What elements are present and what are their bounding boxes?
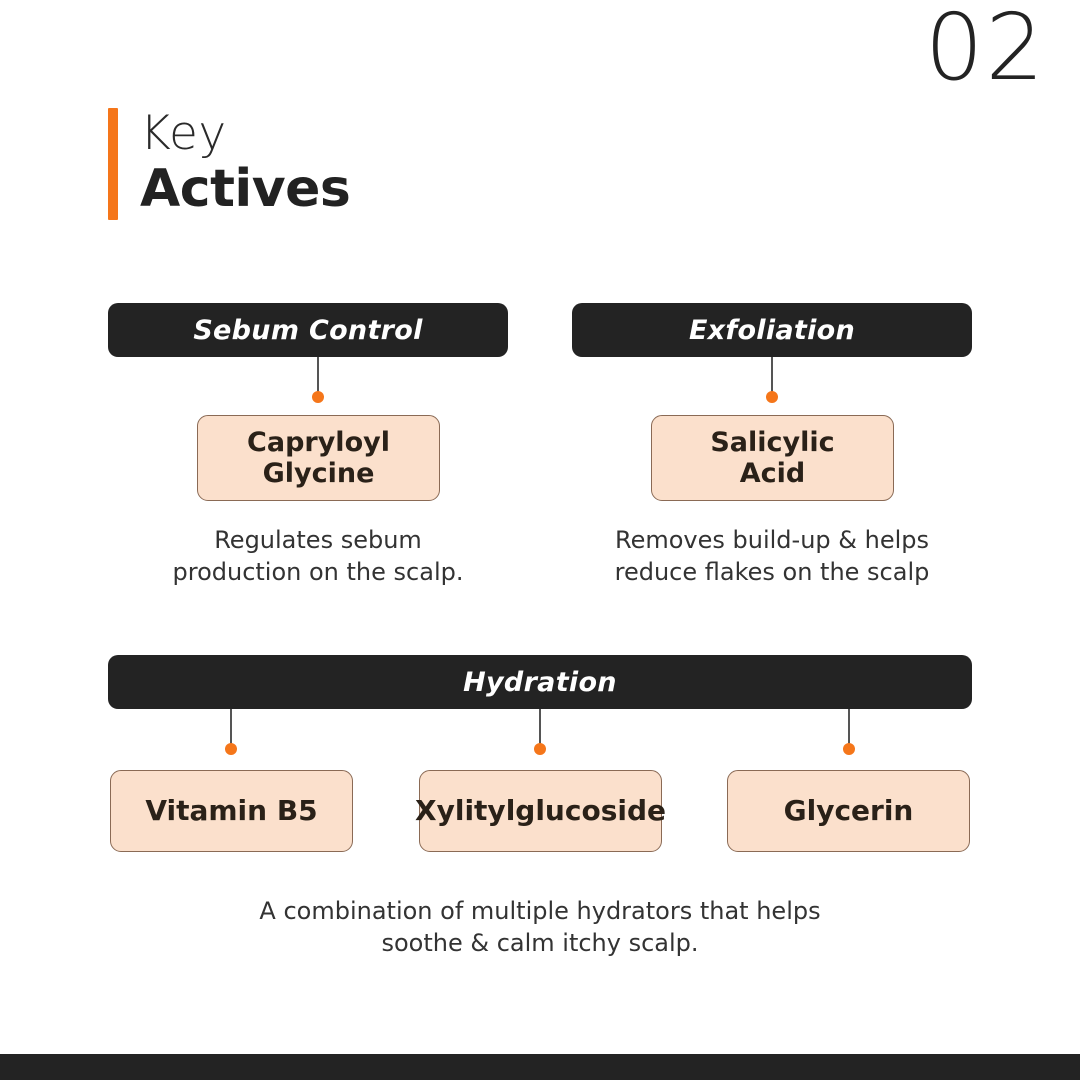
description-line-2: soothe & calm itchy scalp. — [381, 929, 699, 957]
ingredient-pill-label: Xylitylglucoside — [415, 794, 666, 827]
description-line-1: Regulates sebum — [214, 526, 422, 554]
description-line-1: A combination of multiple hydrators that… — [259, 897, 821, 925]
description-exfoliation: Removes build-up & helps reduce flakes o… — [596, 524, 948, 588]
connector-dot-sebum-control — [312, 391, 324, 403]
category-header-hydration[interactable]: Hydration — [108, 655, 972, 709]
ingredient-pill-vitamin-b5[interactable]: Vitamin B5 — [110, 770, 353, 852]
ingredient-pill-label: Glycerin — [783, 794, 914, 827]
connector-line-vitamin-b5 — [230, 709, 232, 749]
ingredient-line-2: Acid — [739, 458, 806, 489]
category-header-exfoliation[interactable]: Exfoliation — [572, 303, 972, 357]
connector-dot-vitamin-b5 — [225, 743, 237, 755]
title-line-1: Key — [140, 106, 227, 161]
connector-dot-glycerin — [843, 743, 855, 755]
ingredient-pill-glycerin[interactable]: Glycerin — [727, 770, 970, 852]
category-header-label: Hydration — [463, 666, 617, 698]
ingredient-pill-label: Vitamin B5 — [145, 794, 318, 827]
description-line-2: reduce flakes on the scalp — [614, 558, 930, 586]
footer-bar — [0, 1054, 1080, 1080]
ingredient-line-1: Capryloyl — [247, 427, 390, 458]
title-text-group: Key Actives — [140, 106, 351, 220]
description-line-1: Removes build-up & helps — [614, 526, 929, 554]
ingredient-pill-xylitylglucoside[interactable]: Xylitylglucoside — [415, 770, 666, 852]
ingredient-line-2: Glycine — [262, 458, 375, 489]
connector-line-xylitylglucoside — [539, 709, 541, 749]
description-line-2: production on the scalp. — [172, 558, 464, 586]
category-header-label: Sebum Control — [193, 314, 423, 346]
connector-dot-xylitylglucoside — [534, 743, 546, 755]
page-number: 02 — [924, 0, 1046, 101]
description-hydration: A combination of multiple hydrators that… — [190, 895, 890, 959]
connector-line-sebum-control — [317, 357, 319, 398]
description-sebum-control: Regulates sebum production on the scalp. — [158, 524, 478, 588]
category-header-sebum-control[interactable]: Sebum Control — [108, 303, 508, 357]
title-accent-bar — [108, 108, 118, 220]
connector-line-glycerin — [848, 709, 850, 749]
page-title: Key Actives — [108, 106, 351, 220]
category-header-label: Exfoliation — [688, 314, 856, 346]
title-line-2: Actives — [140, 159, 351, 219]
ingredient-line-1: Salicylic — [710, 427, 835, 458]
connector-dot-exfoliation — [766, 391, 778, 403]
connector-line-exfoliation — [771, 357, 773, 398]
